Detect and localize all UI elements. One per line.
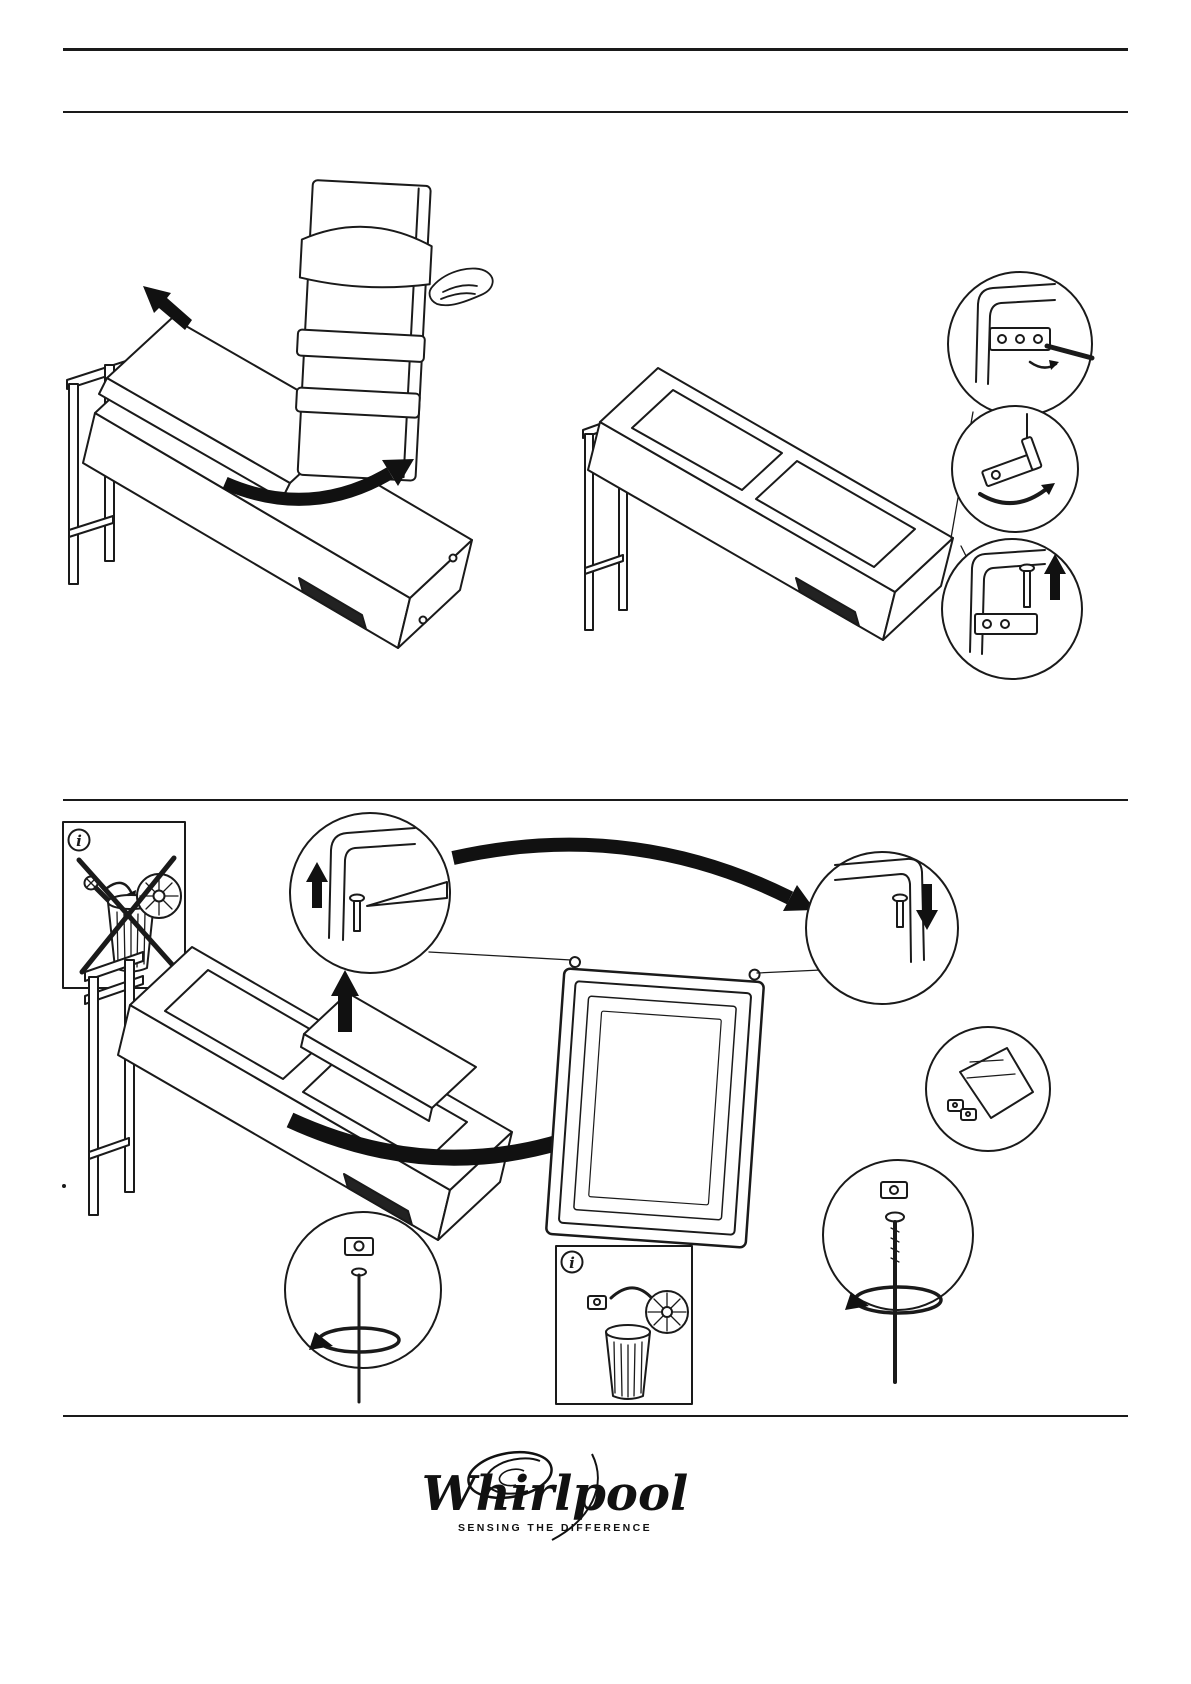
screwdriver-icon [1044, 343, 1095, 361]
door-with-bins [295, 179, 433, 482]
pin-transfer-arrow-icon [451, 837, 815, 911]
screw-icon [997, 334, 1007, 344]
hinge-pin-callout [941, 538, 1083, 680]
rotate-arrow-icon [978, 483, 1055, 506]
upper-right-illustration [582, 271, 1095, 680]
header-rule [63, 111, 1128, 113]
rotate-arrow-icon [845, 1285, 943, 1315]
screw-icon [1033, 334, 1043, 344]
discard-part-notice: i [555, 1245, 693, 1405]
door-bin-top [298, 225, 433, 289]
footer-rule [63, 1415, 1128, 1417]
screw-icon [1015, 334, 1025, 344]
hinge-rotate-callout [951, 405, 1079, 533]
info-icon: i [67, 828, 91, 852]
rotate-door-arrow-icon [222, 459, 414, 506]
info-glyph: i [569, 1254, 575, 1272]
hinge-unscrew-callout [947, 271, 1095, 417]
parts-bag-icon [959, 1047, 1034, 1119]
cross-out-icon [76, 855, 180, 975]
door-bin-low [295, 386, 421, 419]
trash-can-icon [605, 1324, 651, 1400]
whirlpool-swirl-icon [467, 1450, 553, 1500]
vent-grille [343, 1173, 413, 1226]
pry-tool-icon [366, 881, 448, 907]
appliance-cabinet [117, 946, 513, 1241]
hand-icon [428, 267, 494, 307]
door-pin-icon [748, 968, 761, 981]
up-arrow-icon [1044, 554, 1066, 600]
screw-icon [885, 1211, 905, 1384]
trash-lid-icon [645, 1290, 689, 1334]
stray-print-mark [62, 1184, 66, 1188]
brand-wordmark: Whirlpool [421, 1466, 689, 1522]
pin-removal-callout [289, 812, 451, 974]
logo-flourish [551, 1453, 599, 1541]
door-pin-icon [568, 956, 581, 969]
lift-arrow-icon [143, 286, 192, 330]
freezer-door-panel [545, 956, 765, 1249]
info-icon: i [560, 1250, 584, 1274]
hinge-pin-icon [892, 893, 908, 928]
vent-grille [795, 577, 860, 627]
door-bin-mid [296, 328, 426, 363]
support-stand [84, 951, 144, 1216]
lower-illustration: i [62, 812, 1051, 1405]
parts-bag-callout [925, 1026, 1051, 1152]
pin-fitting-callout [284, 1211, 442, 1404]
info-glyph: i [76, 832, 82, 850]
down-arrow-icon [916, 884, 938, 930]
callout-wedge-lines [428, 951, 822, 974]
keep-screw-notice: i [62, 821, 186, 989]
pin-insertion-callout [805, 851, 959, 1005]
lift-arrow-icon [331, 970, 359, 1032]
hinge-pin-icon [1019, 563, 1035, 608]
top-rule [63, 48, 1128, 51]
upper-left-illustration [66, 179, 494, 649]
brand-tagline: SENSING THE DIFFERENCE [458, 1522, 652, 1534]
appliance-cabinet [587, 367, 954, 641]
up-arrow-icon [306, 862, 328, 908]
rotate-arrow-icon [309, 1326, 401, 1354]
fastener-screw-callout [822, 1159, 974, 1384]
hinge-pin-icon [351, 1267, 367, 1404]
vent-grille [298, 577, 367, 630]
section-divider-rule [63, 799, 1128, 801]
hinge-pin-icon [349, 893, 365, 932]
